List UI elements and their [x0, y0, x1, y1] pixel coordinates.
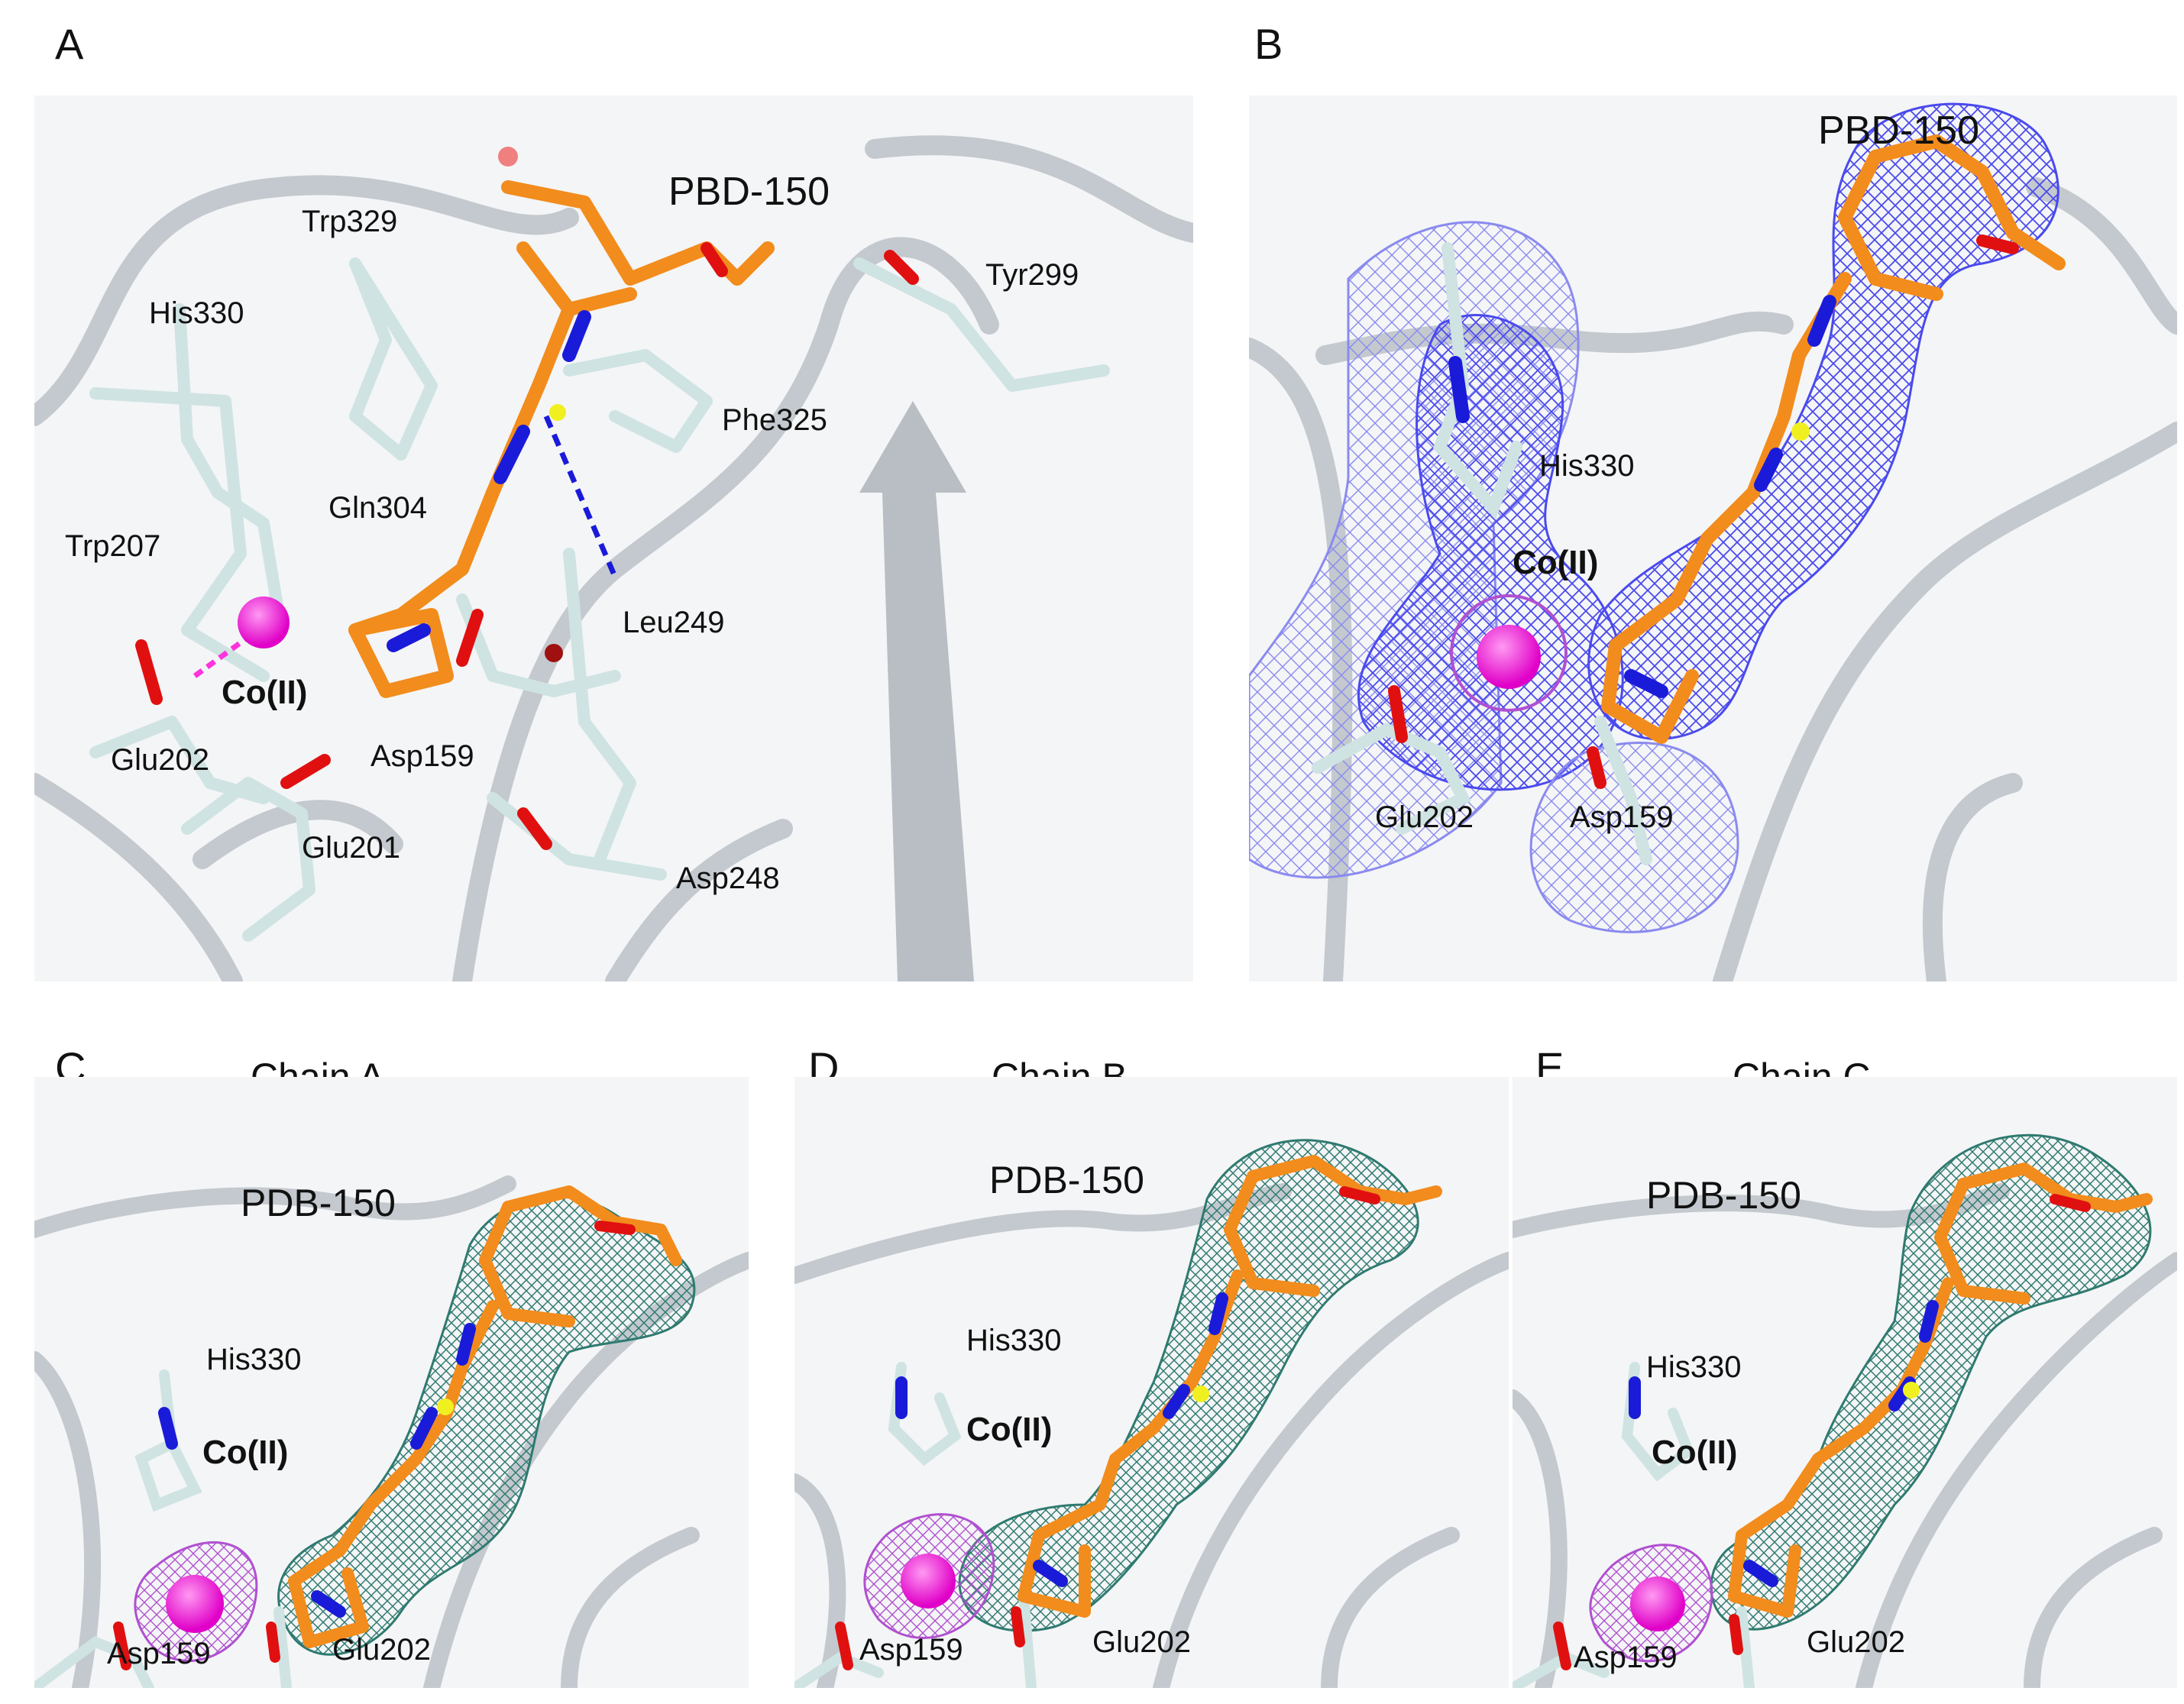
residue-label: Glu201 [302, 831, 400, 865]
panel-a-render [34, 135, 1193, 981]
residue-label: Phe325 [722, 403, 827, 437]
cobalt-ion [166, 1575, 224, 1633]
residue-label: Asp159 [1570, 800, 1674, 834]
residue-label: Glu202 [1375, 800, 1474, 834]
panel-d-render [794, 1139, 1509, 1688]
cobalt-ion [901, 1554, 956, 1609]
beta-strand-arrow [859, 401, 974, 981]
cobalt-ion [1630, 1576, 1685, 1631]
panel-letter-a: A [55, 20, 84, 68]
panel-b-render [1249, 102, 2177, 981]
nitrogen-bonds [1448, 295, 1836, 698]
electron-density-mesh [1710, 1133, 2152, 1631]
panel-b-structure: PBD-150 His330 Co(II) Glu202 Asp159 [1249, 95, 2177, 981]
panel-e-structure: PDB-150 His330 Co(II) Asp159 Glu202 [1513, 1077, 2177, 1688]
metal-label: Co(II) [222, 674, 308, 711]
residue-label: Asp159 [1574, 1641, 1678, 1674]
residue-label: Glu202 [332, 1633, 431, 1667]
metal-label: Co(II) [1652, 1434, 1738, 1471]
ligand-label: PBD-150 [1818, 108, 1979, 153]
oxygen-bonds [835, 1186, 1380, 1670]
residue-label: Gln304 [328, 491, 427, 525]
cobalt-ion [238, 597, 290, 648]
residue-label: Asp159 [107, 1637, 211, 1670]
electron-density-mesh [1529, 741, 1739, 933]
residue-label: Glu202 [111, 743, 209, 777]
ligand-label: PDB-150 [1646, 1174, 1801, 1217]
cobalt-ion [1477, 625, 1541, 689]
nitrogen-bonds [895, 1292, 1228, 1587]
sulfur-atom [437, 1398, 454, 1415]
residue-label: Asp159 [370, 739, 474, 773]
residue-label: His330 [1539, 449, 1635, 483]
oxygen-bonds [113, 1221, 636, 1670]
water-sphere [545, 644, 563, 662]
panel-c-render [34, 1175, 749, 1688]
residue-label: Trp329 [302, 205, 398, 238]
sulfur-atom [549, 404, 566, 421]
electron-density-mesh [1587, 102, 2059, 740]
ligand-sticks [348, 180, 775, 698]
residue-sticks [89, 257, 1110, 942]
residue-label: Tyr299 [985, 258, 1079, 292]
panel-c-structure: PDB-150 His330 Co(II) Asp159 Glu202 [34, 1077, 749, 1688]
residue-label: His330 [966, 1324, 1062, 1357]
ligand-sticks [288, 1185, 682, 1648]
oxygen-bonds [135, 242, 919, 850]
metal-coordination [193, 613, 281, 678]
residue-label: Asp248 [676, 862, 780, 895]
ligand-label: PDB-150 [241, 1182, 396, 1224]
residue-sticks [1312, 242, 1652, 865]
residue-label: His330 [149, 296, 244, 330]
residue-label: Glu202 [1807, 1625, 1905, 1659]
sulfur-atom [1791, 422, 1810, 441]
metal-label: Co(II) [202, 1434, 289, 1471]
residue-label: Glu202 [1092, 1625, 1191, 1659]
residue-label: His330 [206, 1343, 302, 1376]
ligand-sticks [1601, 134, 2066, 744]
residue-label: Leu249 [623, 606, 725, 639]
ligand-label: PDB-150 [989, 1159, 1144, 1201]
ligand-label: PBD-150 [668, 170, 830, 214]
residue-label: Asp159 [859, 1633, 963, 1667]
panel-a-structure: PBD-150 Trp329 His330 Tyr299 Phe325 Gln3… [34, 95, 1193, 981]
metal-label: Co(II) [966, 1411, 1053, 1448]
sulfur-atom [1903, 1382, 1920, 1398]
nitrogen-bonds [158, 1323, 476, 1618]
oxygen-bonds [1388, 234, 2019, 789]
residue-label: His330 [1646, 1350, 1742, 1384]
water-sphere [498, 147, 518, 167]
protein-backbone [34, 1175, 749, 1688]
oxygen-bonds [1553, 1194, 2091, 1670]
hbond-contact [543, 415, 618, 578]
sulfur-atom [1192, 1386, 1209, 1402]
panel-d-structure: PDB-150 His330 Co(II) Asp159 Glu202 [794, 1077, 1509, 1688]
metal-density-mesh [1450, 594, 1568, 712]
panel-e-render [1513, 1133, 2177, 1688]
nitrogen-bonds [387, 310, 591, 652]
residue-label: Trp207 [65, 529, 161, 563]
metal-label: Co(II) [1513, 544, 1599, 581]
panel-letter-b: B [1254, 20, 1283, 68]
